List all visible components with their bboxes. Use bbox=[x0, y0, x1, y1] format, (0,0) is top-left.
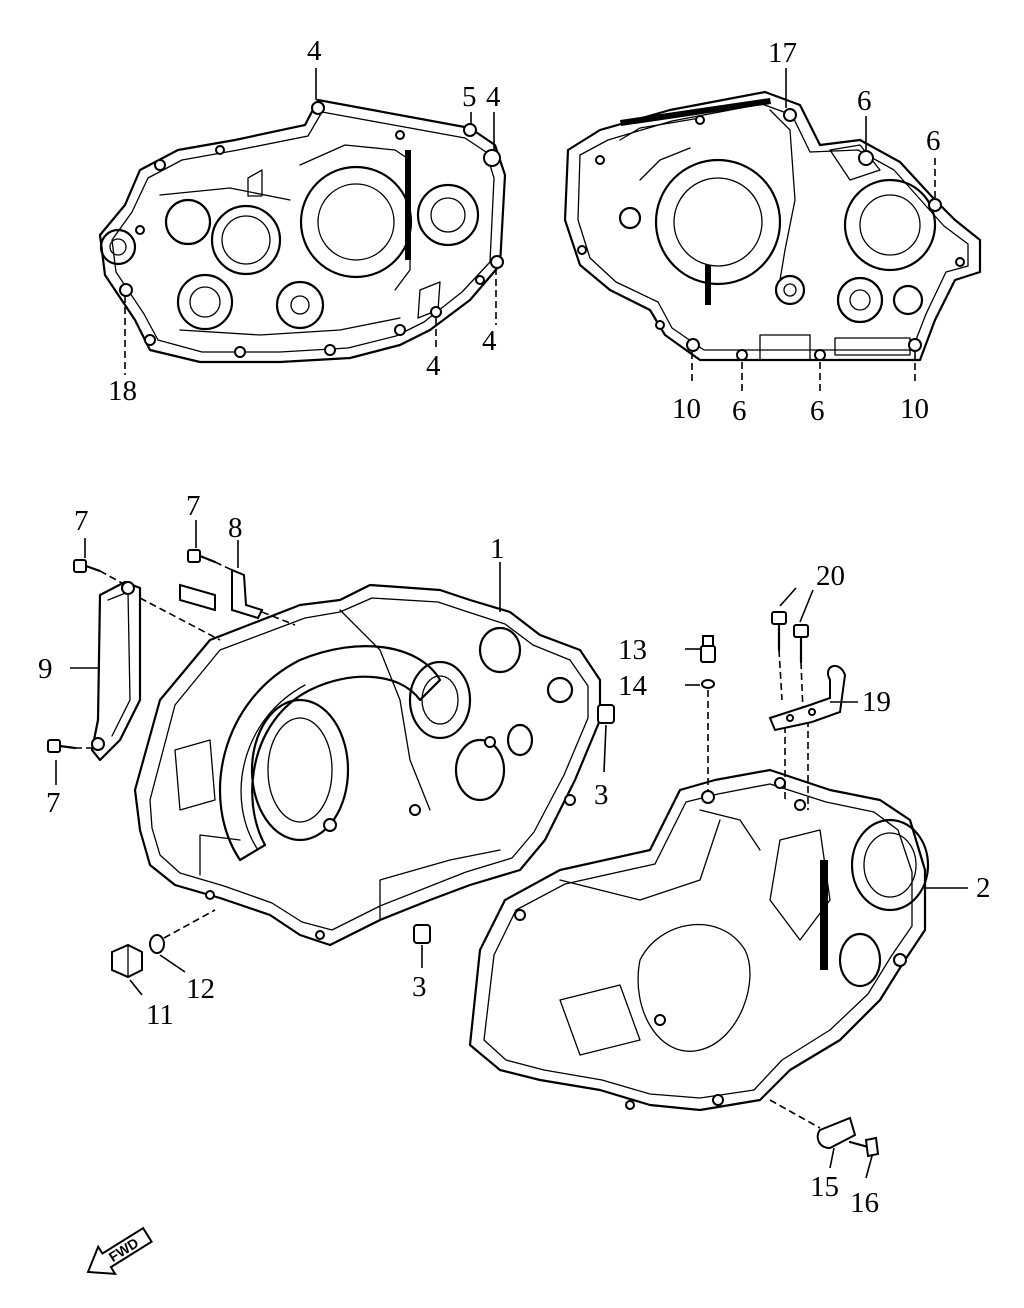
callout-7-bottom: 7 bbox=[46, 787, 61, 819]
callout-20: 20 bbox=[816, 560, 845, 592]
callout-3-lower: 3 bbox=[412, 971, 427, 1003]
callout-16: 16 bbox=[850, 1187, 879, 1219]
callout-tl-5: 5 bbox=[462, 81, 477, 113]
part-3-dowel-lower bbox=[413, 924, 431, 944]
callout-tr-6-right: 6 bbox=[926, 125, 941, 157]
part-14-o-ring bbox=[701, 679, 715, 790]
callout-tr-6-bottom-right: 6 bbox=[810, 395, 825, 427]
bottom-left-leaders bbox=[55, 520, 607, 996]
left-crankcase-3d bbox=[133, 583, 602, 947]
part-7-bolt-top bbox=[187, 549, 233, 571]
callout-tl-4-top: 4 bbox=[307, 35, 322, 67]
part-20-bolts bbox=[771, 611, 809, 810]
part-19-bracket bbox=[768, 665, 847, 732]
callout-13: 13 bbox=[618, 634, 647, 666]
part-9-cover-plate bbox=[90, 580, 142, 762]
part-3-dowel-upper bbox=[597, 704, 615, 724]
callout-tr-10-left: 10 bbox=[672, 393, 701, 425]
callout-7-top-left: 7 bbox=[74, 505, 89, 537]
callout-tl-4-bottom: 4 bbox=[426, 350, 441, 382]
callout-tl-18: 18 bbox=[108, 375, 137, 407]
callout-15: 15 bbox=[810, 1171, 839, 1203]
callout-7-top: 7 bbox=[186, 490, 201, 522]
callout-2: 2 bbox=[976, 872, 991, 904]
callout-tl-4-right: 4 bbox=[486, 81, 501, 113]
bottom-right-leaders bbox=[685, 587, 968, 1179]
part-7-bolt-bottom bbox=[47, 739, 92, 753]
fwd-arrow-icon: FWD bbox=[86, 1226, 153, 1276]
top-right-leaders bbox=[691, 68, 936, 392]
callout-tr-6-bottom-left: 6 bbox=[732, 395, 747, 427]
callout-tr-17: 17 bbox=[768, 37, 797, 69]
right-crankcase-3d bbox=[468, 768, 930, 1112]
part-12-washer bbox=[149, 909, 216, 954]
callout-tr-6-top: 6 bbox=[857, 85, 872, 117]
part-7-bolt-top-left bbox=[73, 559, 123, 584]
part-15-clamp bbox=[816, 1116, 857, 1150]
callout-11: 11 bbox=[146, 999, 174, 1031]
callout-1: 1 bbox=[490, 533, 505, 565]
callout-9: 9 bbox=[38, 653, 53, 685]
callout-tr-10-right: 10 bbox=[900, 393, 929, 425]
callout-14: 14 bbox=[618, 670, 648, 702]
part-16-bolt bbox=[769, 1099, 880, 1158]
callout-3-upper: 3 bbox=[594, 779, 609, 811]
callout-12: 12 bbox=[186, 973, 215, 1005]
right-crankcase-inner-view bbox=[563, 90, 982, 362]
part-11-drain-bolt bbox=[111, 943, 143, 979]
callout-8: 8 bbox=[228, 512, 243, 544]
left-crankcase-inner-view bbox=[98, 98, 507, 364]
part-13-oil-pressure-switch bbox=[700, 635, 716, 663]
part-8-oil-jet bbox=[139, 568, 296, 641]
callout-19: 19 bbox=[862, 686, 891, 718]
top-left-leaders bbox=[124, 68, 497, 375]
callout-tl-4-lower-right: 4 bbox=[482, 325, 497, 357]
